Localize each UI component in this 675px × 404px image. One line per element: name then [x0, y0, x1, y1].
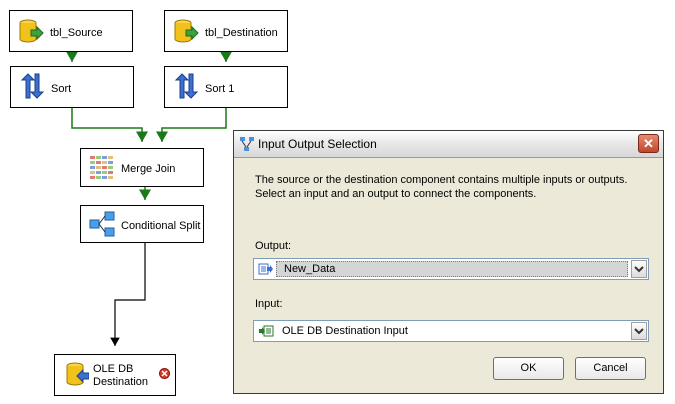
sort-arrows-icon	[174, 73, 199, 99]
input-output-selection-dialog: Input Output Selection ✕ The source or t…	[233, 130, 664, 394]
input-icon	[259, 325, 274, 337]
output-selection-highlight	[276, 261, 628, 277]
database-source-icon	[174, 19, 199, 43]
component-sort-1[interactable]: Sort 1	[164, 66, 288, 108]
output-dropdown-arrow[interactable]	[631, 260, 647, 278]
error-icon	[159, 368, 170, 379]
chevron-down-icon	[634, 328, 644, 335]
output-label: Output:	[255, 240, 292, 252]
component-sort[interactable]: Sort	[10, 66, 134, 108]
output-dropdown[interactable]: New_Data	[253, 258, 649, 280]
dialog-title-bar[interactable]: Input Output Selection ✕	[234, 131, 663, 158]
input-dropdown-arrow[interactable]	[631, 322, 647, 340]
close-button[interactable]: ✕	[638, 134, 659, 153]
input-value: OLE DB Destination Input	[282, 325, 408, 337]
component-label: tbl_Destination	[205, 27, 278, 39]
connector-sort-to-merge	[71, 108, 148, 142]
cancel-button[interactable]: Cancel	[575, 357, 646, 380]
sort-arrows-icon	[20, 73, 45, 99]
dialog-title: Input Output Selection	[258, 137, 377, 151]
merge-join-icon	[90, 156, 113, 179]
connector-split-to-destination	[110, 242, 146, 346]
database-destination-icon	[66, 362, 89, 386]
component-label: Sort 1	[205, 83, 235, 95]
connector-sort1-to-merge	[156, 108, 227, 142]
data-flow-icon	[240, 137, 254, 151]
input-dropdown[interactable]: OLE DB Destination Input	[253, 320, 649, 342]
output-value: New_Data	[284, 263, 336, 275]
component-label: Merge Join	[121, 163, 176, 175]
ok-button[interactable]: OK	[493, 357, 564, 380]
component-tbl-source[interactable]: tbl_Source	[9, 10, 133, 52]
component-label: Conditional Split	[121, 220, 201, 232]
input-label: Input:	[255, 298, 283, 310]
output-icon	[258, 263, 273, 275]
conditional-split-icon	[89, 211, 115, 237]
component-ole-db-destination[interactable]: OLE DB Destination	[54, 354, 176, 396]
component-label: Sort	[51, 83, 72, 95]
database-source-icon	[19, 19, 44, 43]
component-label-line2: Destination	[93, 376, 149, 388]
component-tbl-destination[interactable]: tbl_Destination	[164, 10, 288, 52]
component-conditional-split[interactable]: Conditional Split	[80, 205, 204, 243]
dialog-description: The source or the destination component …	[255, 174, 628, 200]
component-merge-join[interactable]: Merge Join	[80, 148, 204, 187]
component-label: tbl_Source	[50, 27, 103, 39]
chevron-down-icon	[634, 266, 644, 273]
component-label-line1: OLE DB	[93, 363, 134, 375]
